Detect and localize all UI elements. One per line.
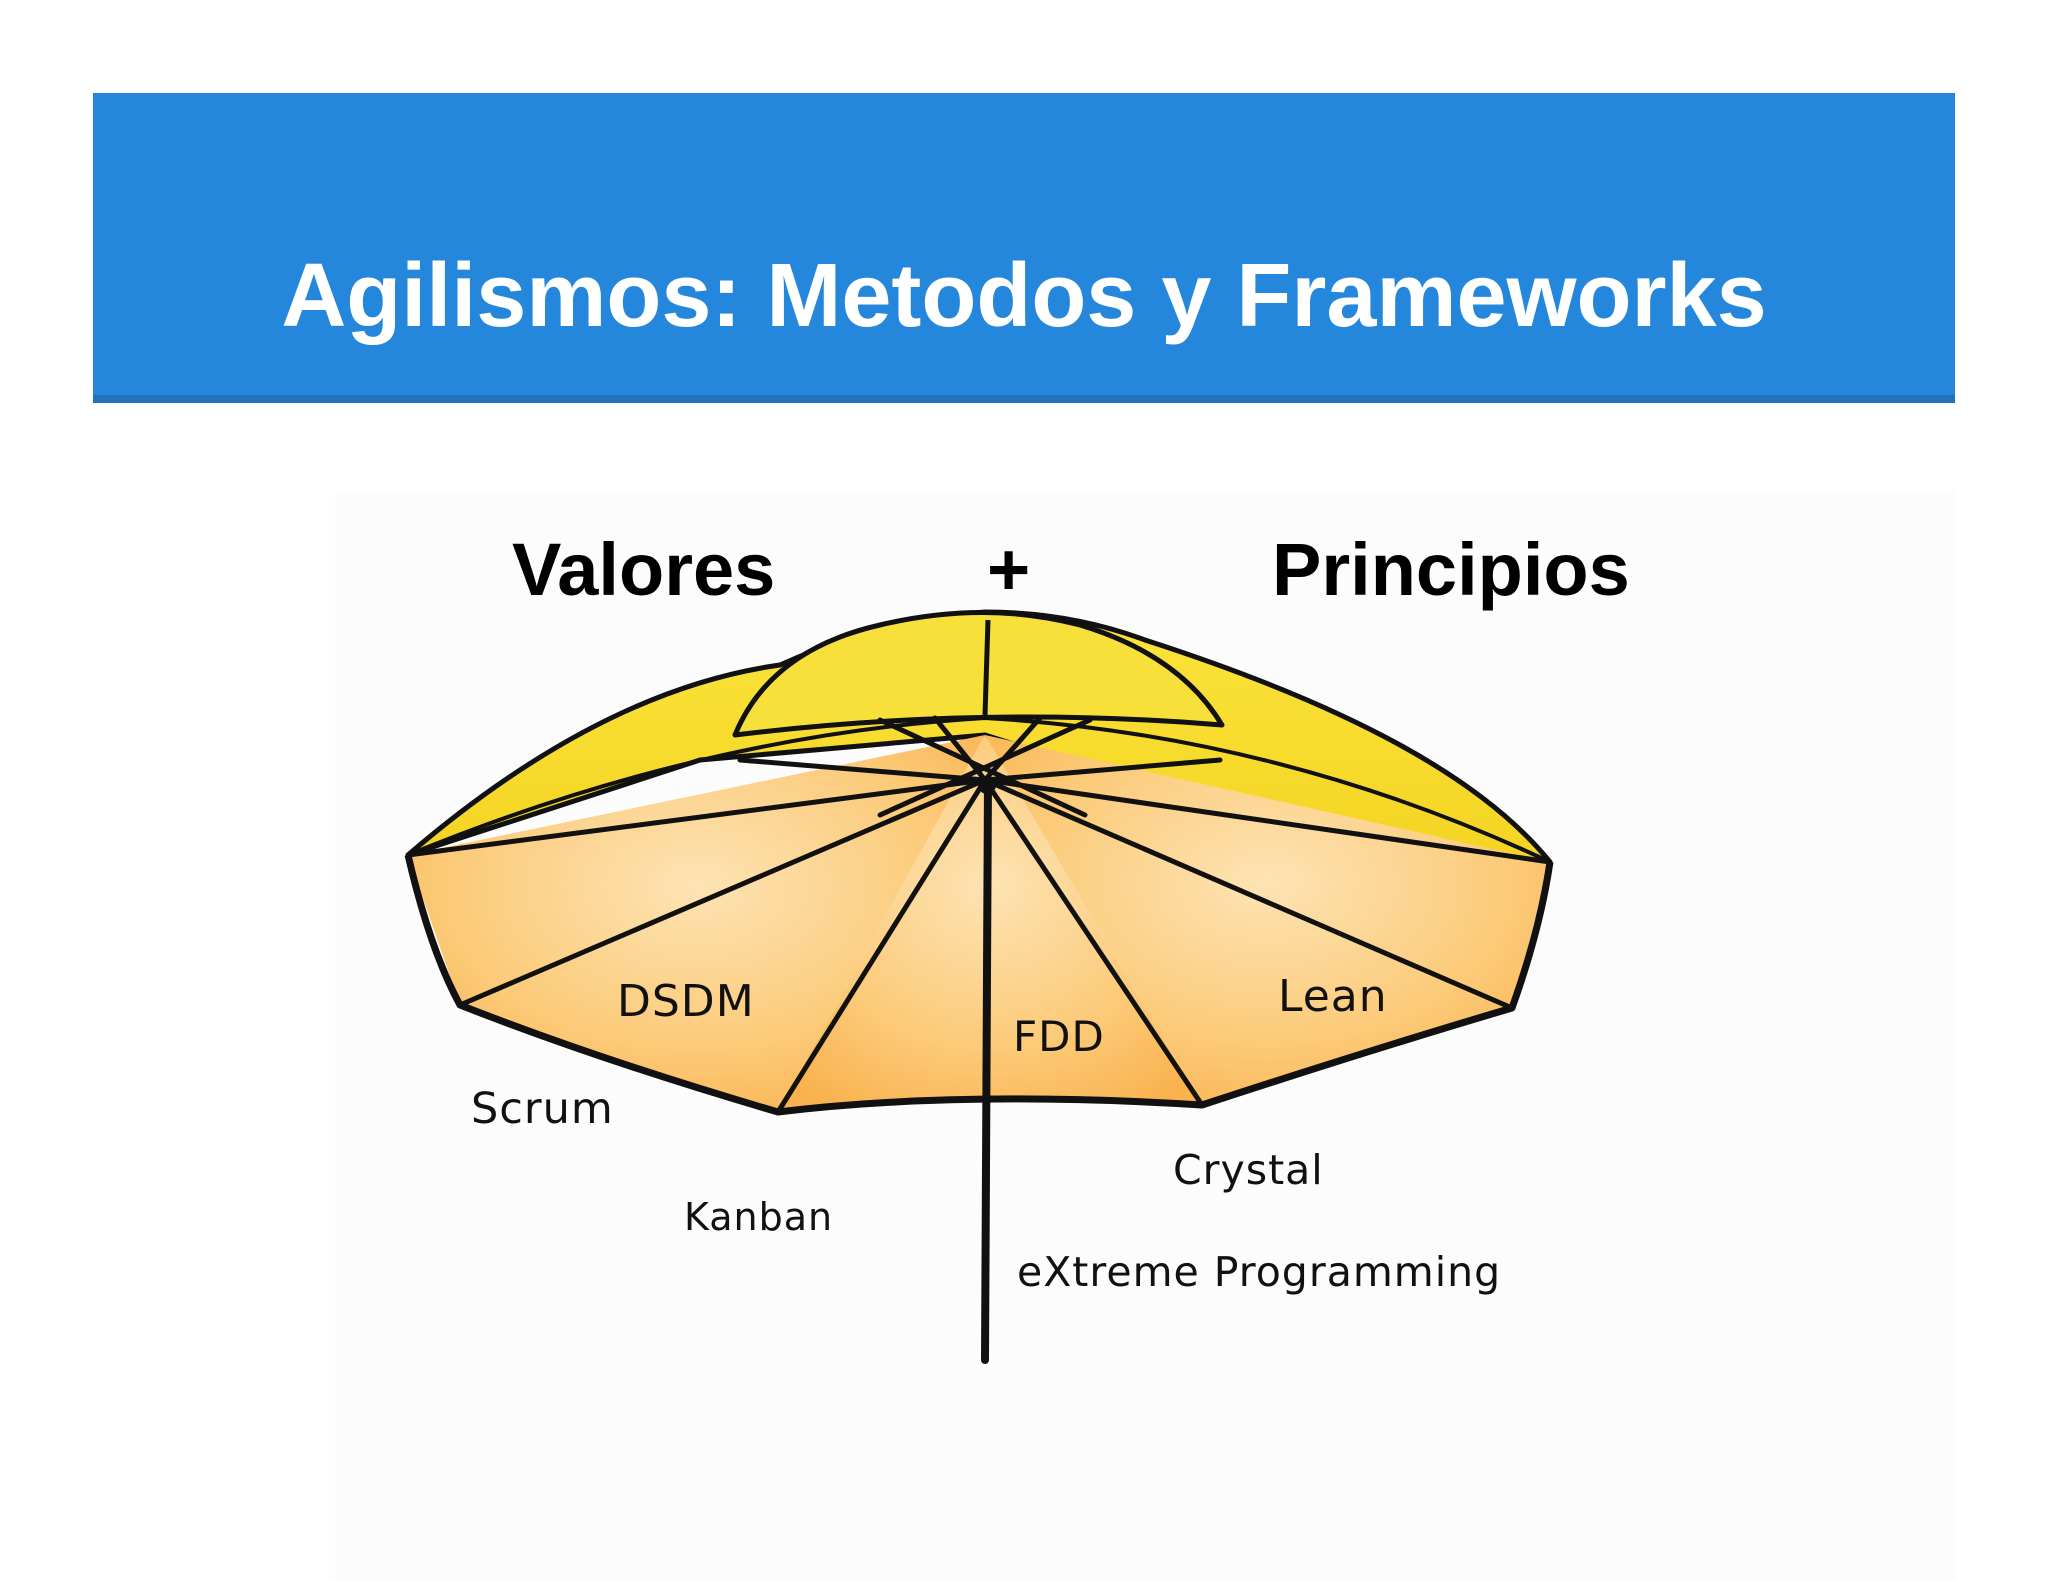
umbrella-dome-seam: [982, 619, 991, 716]
label-scrum: Scrum: [471, 1084, 614, 1134]
umbrella-panel-right: [985, 735, 1550, 1105]
umbrella-pole: [981, 776, 992, 1364]
label-dsdm: DSDM: [617, 976, 755, 1027]
label-principios: Principios: [1272, 528, 1630, 611]
label-crystal: Crystal: [1173, 1146, 1324, 1194]
label-extreme-programming: eXtreme Programming: [1017, 1248, 1502, 1296]
umbrella-panel-left: [408, 735, 985, 1112]
label-plus: +: [987, 528, 1031, 611]
label-lean: Lean: [1278, 971, 1388, 1022]
umbrella-dome: [732, 610, 1225, 738]
title-bar: Agilismos: Metodos y Frameworks: [93, 93, 1955, 403]
umbrella-ribs: [405, 715, 1553, 1115]
label-fdd: FDD: [1013, 1012, 1105, 1061]
label-kanban: Kanban: [684, 1195, 834, 1239]
label-valores: Valores: [512, 528, 776, 611]
umbrella-hub: [978, 776, 996, 794]
slide-title: Agilismos: Metodos y Frameworks: [281, 246, 1767, 346]
